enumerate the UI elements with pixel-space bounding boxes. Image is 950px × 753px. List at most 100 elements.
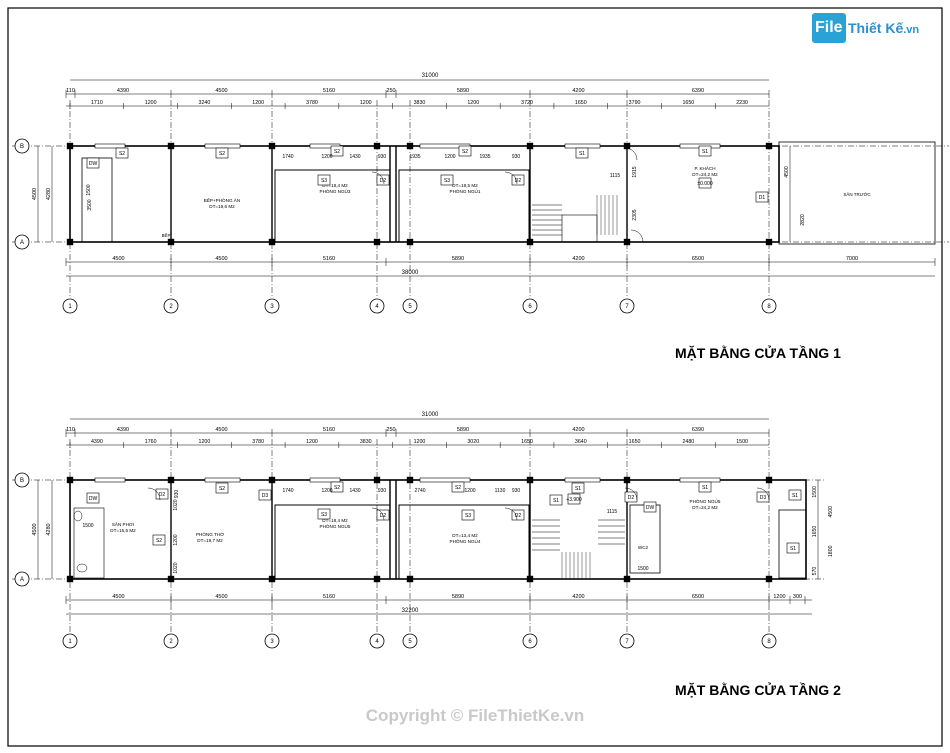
front-yard-label: SÂN TRƯỚC <box>843 191 871 197</box>
axis-label: 3 <box>270 304 274 310</box>
dim-value: 110 <box>66 88 75 94</box>
tag2-0-box <box>215 482 229 494</box>
dim-value-2: 3020 <box>467 439 479 445</box>
logo-brand-name: Thiết Kế <box>848 20 904 36</box>
dim-value: 4390 <box>117 427 129 433</box>
dim-value: 5890 <box>457 427 469 433</box>
dim-value-2: 1200 <box>252 100 264 106</box>
front-yard <box>778 141 936 245</box>
dim-total: 31000 <box>422 73 439 79</box>
inner-dim: 1935 <box>409 154 420 160</box>
axis-marker-5 <box>402 633 418 649</box>
tag2-7: S3 <box>321 512 327 518</box>
door-swing <box>371 171 385 185</box>
tag2-18: S1 <box>792 493 798 499</box>
axis-label: 3 <box>270 639 274 645</box>
column <box>66 575 74 583</box>
dim-value-2: 1650 <box>629 439 641 445</box>
dim-value-2: 1500 <box>736 439 748 445</box>
tag2-2: S2 <box>455 485 461 491</box>
dim-value-2: 3240 <box>199 100 211 106</box>
dim-value-bottom: 5890 <box>452 256 464 262</box>
tag2-10: D2 <box>515 513 522 519</box>
room-drying-area: DT=15,5 M2 <box>110 528 136 533</box>
tag2-5-box <box>698 481 712 493</box>
tag-9-box <box>511 174 525 186</box>
inner-dim: 2740 <box>414 488 425 494</box>
room-living: P. KHÁCH <box>694 165 715 171</box>
tag2-15-box <box>643 501 657 513</box>
dim-value-bottom: 4500 <box>215 594 227 600</box>
level-tag-box <box>698 177 712 189</box>
room-bed4: PHÒNG NGỦ4 <box>450 538 481 544</box>
window <box>564 143 601 149</box>
tag-11-box <box>86 157 100 169</box>
tag2-15: DW <box>646 505 655 511</box>
tag-0-box <box>115 147 129 159</box>
tag-0: S2 <box>119 151 125 157</box>
inner-dim: 930 <box>512 488 521 494</box>
dim-value-2: 1200 <box>414 439 426 445</box>
dim-value-bottom: 4500 <box>112 594 124 600</box>
row-axis-marker-B <box>14 472 30 488</box>
dim-value: 4200 <box>572 427 584 433</box>
dim-value: 110 <box>66 427 75 433</box>
tag2-16-box <box>155 488 169 500</box>
row-axis-marker-A <box>14 571 30 587</box>
dim-value-bottom: 5160 <box>323 256 335 262</box>
level-tag-2-box <box>567 493 581 505</box>
dim-value: 250 <box>386 427 395 433</box>
tag2-4-box <box>571 482 585 494</box>
axis-marker-6 <box>522 633 538 649</box>
tag-7-box <box>440 174 454 186</box>
tag2-18-box <box>788 489 802 501</box>
door-swing <box>624 147 638 161</box>
dim-total-bottom: 38000 <box>402 270 419 276</box>
copyright-watermark: Copyright © FileThietKe.vn <box>365 706 585 725</box>
room-bed3-area: DT=18,4 M2 <box>322 183 348 188</box>
dim-value-bottom: 1200 <box>773 594 785 600</box>
axis-marker-4 <box>369 633 385 649</box>
logo-file-text: File <box>815 19 843 36</box>
tag-1-box <box>215 147 229 159</box>
bedroom4-wall <box>398 504 530 580</box>
stair-landing <box>561 214 598 243</box>
tag-11: DW <box>89 161 98 167</box>
axis-marker-4 <box>369 298 385 314</box>
inner-dim: 1200 <box>464 488 475 494</box>
dim-value: 250 <box>386 88 395 94</box>
dim-value: 5890 <box>457 88 469 94</box>
axis-label: 2 <box>169 304 173 310</box>
tag-3-box <box>458 145 472 157</box>
column <box>765 476 773 484</box>
window <box>94 143 126 149</box>
dim-value-bottom: 300 <box>793 594 802 600</box>
tag-6-box <box>317 174 331 186</box>
room-worship: PHÒNG THỜ <box>196 531 224 537</box>
inner-dim: 2305 <box>632 209 638 220</box>
inner-dim: 1200 <box>444 154 455 160</box>
tag-2: S2 <box>334 149 340 155</box>
tag2-8: S3 <box>465 513 471 519</box>
inner-dim: 1115 <box>610 173 621 179</box>
dim-value: 4500 <box>215 427 227 433</box>
inner-dim: 1915 <box>632 166 638 177</box>
dim-total: 31000 <box>422 412 439 418</box>
axis-marker-7 <box>619 298 635 314</box>
drawing-frame <box>7 7 943 747</box>
tag2-5: S1 <box>702 485 708 491</box>
dim-right: 4500 <box>828 506 834 518</box>
dim-value-2: 1200 <box>360 100 372 106</box>
dim-value-bottom: 4200 <box>572 594 584 600</box>
dim-left: 4500 <box>32 523 38 535</box>
axis-marker-1 <box>62 298 78 314</box>
tag2-0: S2 <box>219 486 225 492</box>
room-bed5: PHÒNG NGỦ5 <box>320 523 351 529</box>
inner-dim: 930 <box>512 154 521 160</box>
dim-value-bottom: 6500 <box>692 256 704 262</box>
column <box>765 142 773 150</box>
inner-dim: 930 <box>174 490 180 499</box>
inner-dim: 1115 <box>607 509 618 515</box>
tag2-2-box <box>451 481 465 493</box>
column <box>765 238 773 246</box>
